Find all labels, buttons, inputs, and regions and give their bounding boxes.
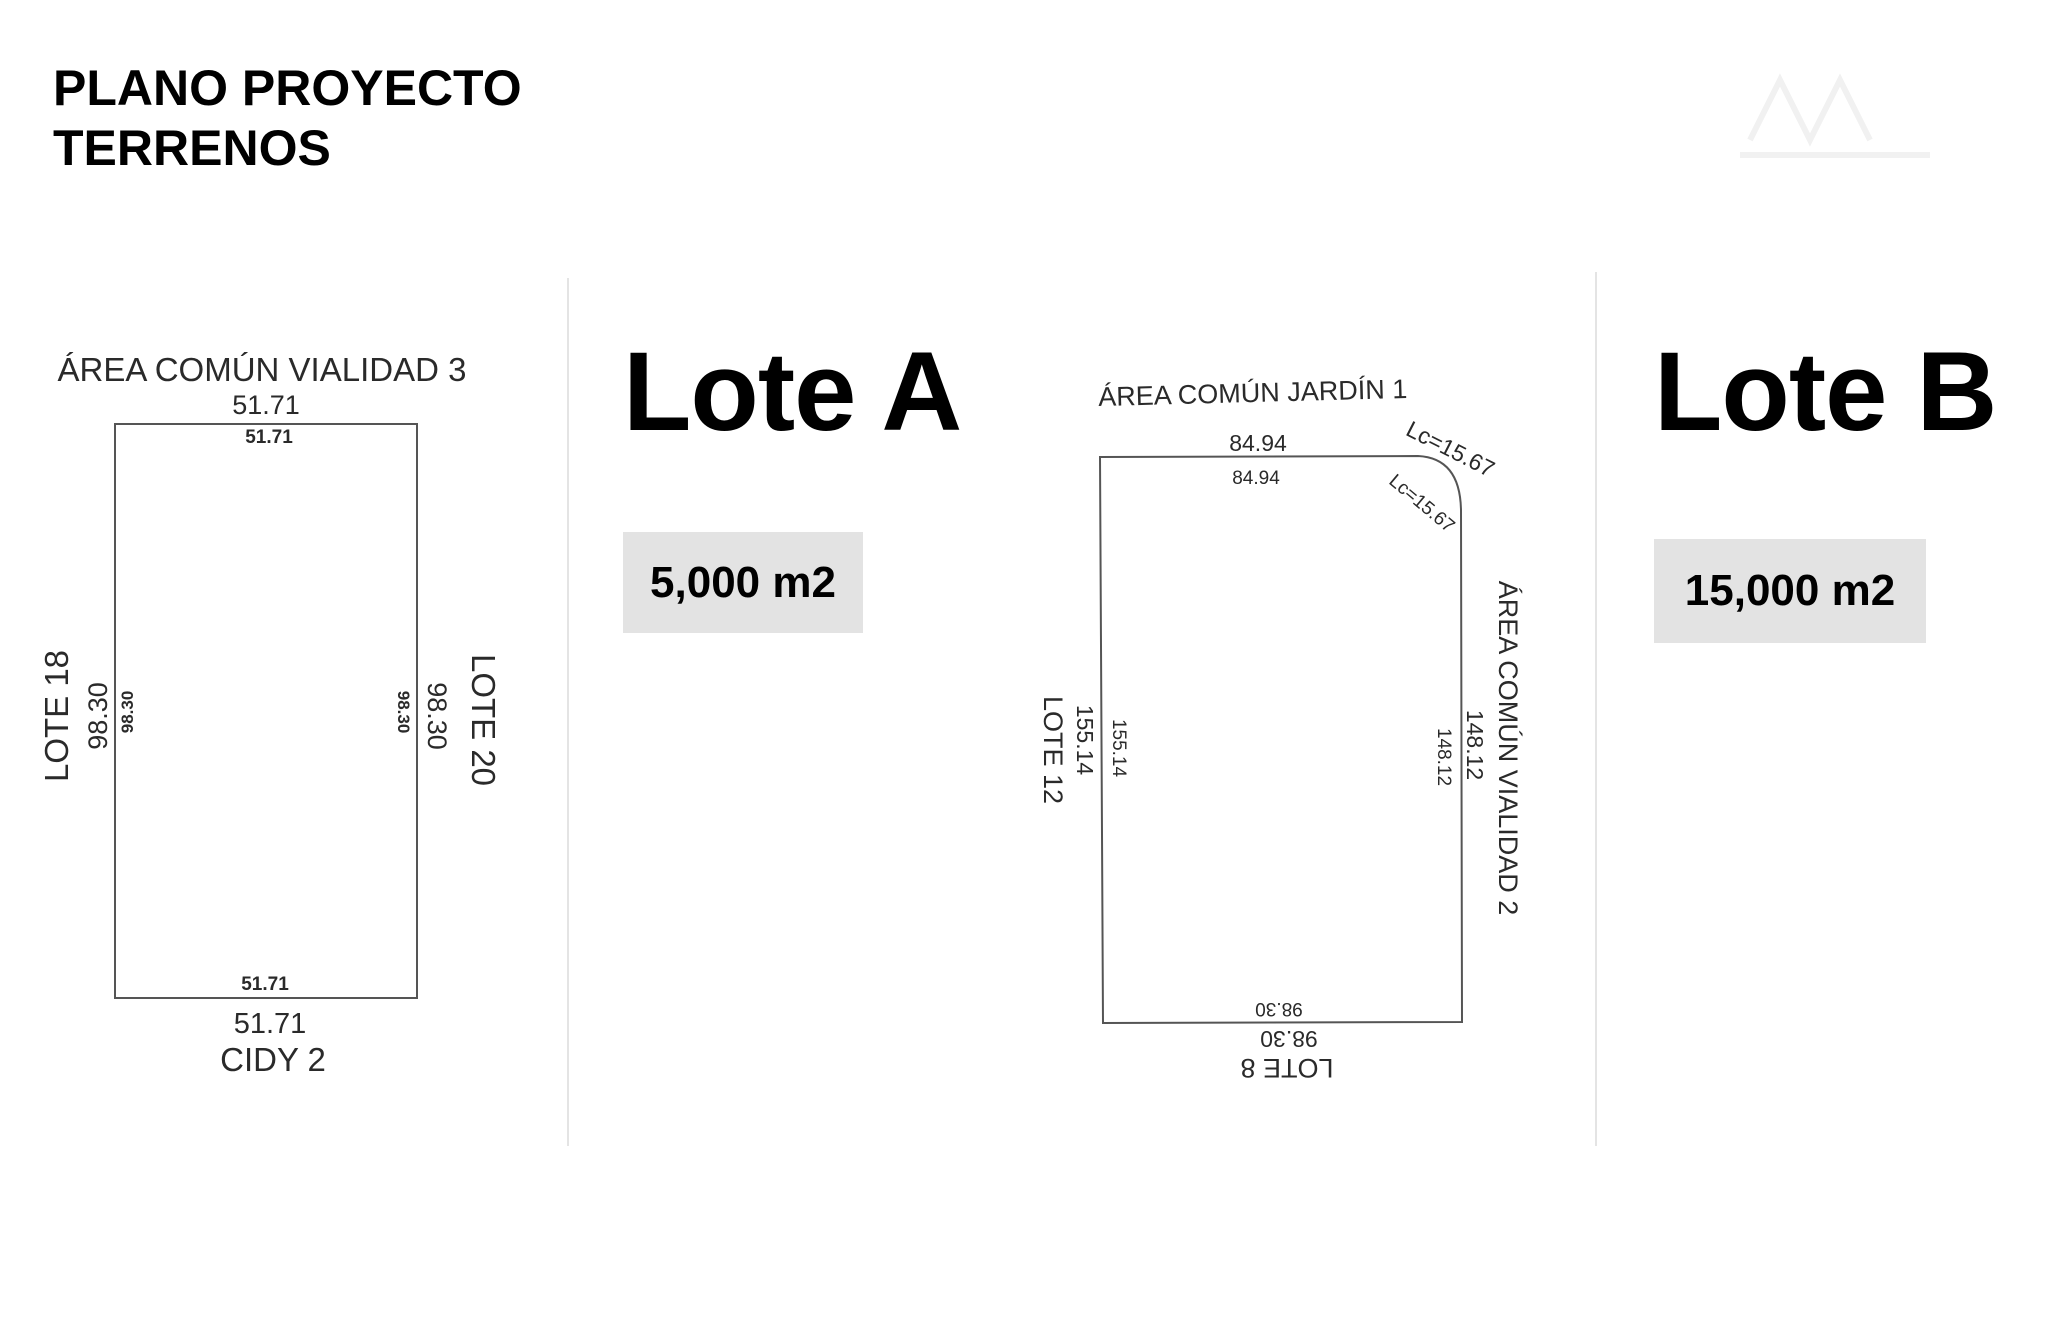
divider-2 <box>1595 272 1597 1146</box>
lote-a-right-label: LOTE 20 <box>465 654 502 786</box>
lote-a-boundary <box>114 423 418 999</box>
lote-a-top-label: ÁREA COMÚN VIALIDAD 3 <box>58 351 467 388</box>
lote-b-top-outer-dim: 84.94 <box>1229 430 1287 456</box>
lote-b-top-inner-dim: 84.94 <box>1232 468 1280 489</box>
lote-b-bottom-inner-dim: 98.30 <box>1255 998 1303 1019</box>
lote-b-area-badge: 15,000 m2 <box>1654 539 1926 643</box>
title-line-1: PLANO PROYECTO <box>53 60 522 116</box>
lote-b-boundary <box>1098 454 1464 1025</box>
divider-1 <box>567 278 569 1146</box>
lote-a-bottom-inner-dim: 51.71 <box>241 974 289 995</box>
lote-b-left-outer-dim: 155.14 <box>1072 705 1098 776</box>
lote-a-bottom-outer-dim: 51.71 <box>234 1008 307 1040</box>
watermark-logo-icon <box>1740 73 1930 158</box>
lote-a-plan: ÁREA COMÚN VIALIDAD 3 51.71 51.71 51.71 … <box>38 351 502 1078</box>
lote-a-right-outer-dim: 98.30 <box>422 682 452 750</box>
lote-a-left-inner-dim: 98.30 <box>118 691 137 734</box>
lote-a-left-label: LOTE 18 <box>38 650 75 782</box>
lote-a-title: Lote A <box>623 329 962 454</box>
lote-b-right-inner-dim: 148.12 <box>1433 728 1454 786</box>
title-line-2: TERRENOS <box>53 120 331 176</box>
lote-b-curve-inner-dim: Lc=15.67 <box>1385 470 1459 537</box>
lote-b-plan: ÁREA COMÚN JARDÍN 1 84.94 84.94 Lc=15.67… <box>1038 373 1524 1083</box>
lote-a-area-badge: 5,000 m2 <box>623 532 863 633</box>
page-title: PLANO PROYECTO TERRENOS <box>53 58 522 178</box>
lote-a-right-inner-dim: 98.30 <box>394 691 413 734</box>
lote-b-bottom-outer-dim: 98.30 <box>1260 1026 1318 1052</box>
lote-a-left-outer-dim: 98.30 <box>83 682 113 750</box>
lote-b-right-label: ÁREA COMÚN VIALIDAD 2 <box>1493 581 1524 916</box>
lote-b-title: Lote B <box>1654 329 1997 454</box>
lote-b-left-inner-dim: 155.14 <box>1108 719 1129 778</box>
lote-b-bottom-label: LOTE 8 <box>1240 1053 1333 1083</box>
lote-a-bottom-label: CIDY 2 <box>220 1041 326 1078</box>
lote-b-left-label: LOTE 12 <box>1038 696 1068 804</box>
lote-a-top-inner-dim: 51.71 <box>245 427 293 448</box>
lote-b-right-outer-dim: 148.12 <box>1462 710 1488 780</box>
lote-a-top-outer-dim: 51.71 <box>232 390 300 420</box>
lote-b-top-label: ÁREA COMÚN JARDÍN 1 <box>1098 373 1408 412</box>
